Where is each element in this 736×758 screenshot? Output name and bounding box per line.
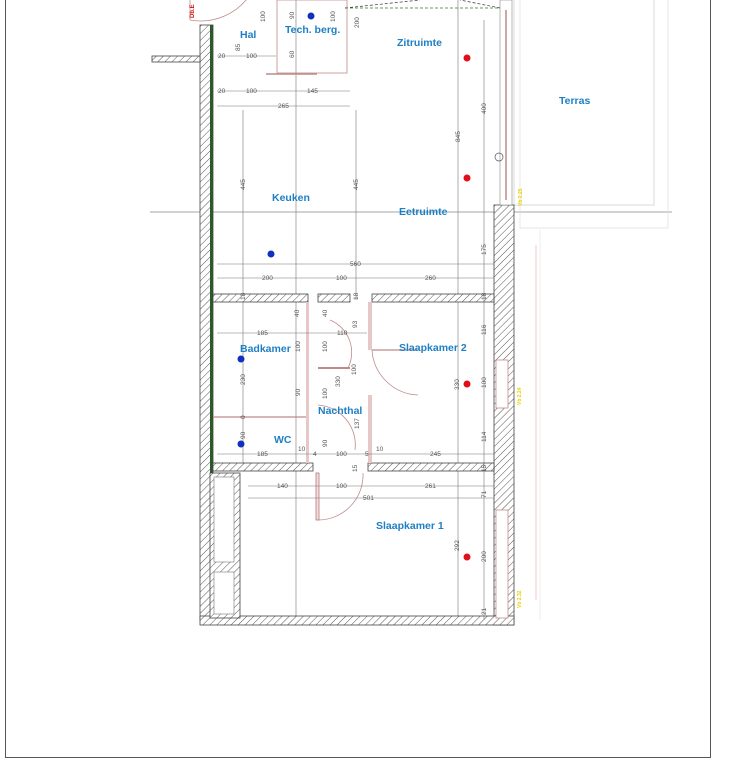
dim-label: 260 [425, 275, 436, 282]
dimension-labels: 100 90 100 85 60 20 100 20 100 145 265 2… [218, 11, 488, 615]
dim-label: 200 [354, 17, 361, 28]
red-outlet-marker [463, 54, 471, 62]
terrace-outline [150, 0, 672, 620]
blue-outlet-marker [237, 440, 245, 448]
dim-label: 60 [289, 50, 296, 58]
dim-label: 292 [454, 540, 461, 551]
dimension-lines [217, 20, 494, 620]
dim-label: 100 [481, 377, 488, 388]
red-outlet-marker [463, 553, 471, 561]
blue-outlet-marker [267, 250, 275, 258]
dim-label: 400 [481, 103, 488, 114]
dim-label: 230 [240, 374, 247, 385]
dim-label: 71 [481, 490, 488, 498]
dim-label: 90 [322, 439, 329, 447]
dim-label: 10 [298, 446, 306, 453]
dim-label: 110 [337, 330, 348, 337]
outlets [237, 12, 504, 561]
dim-label: 845 [455, 131, 462, 142]
dim-label: 0 [240, 415, 247, 419]
dim-label: 93 [352, 320, 359, 328]
dim-label: 175 [481, 244, 488, 255]
window-label: Vb 2.25 [518, 188, 524, 206]
dim-label: 100 [336, 275, 347, 282]
dim-label: 90 [295, 388, 302, 396]
dim-label: 445 [240, 179, 247, 190]
room-label-slaapkamer-2: Slaapkamer 2 [399, 342, 467, 354]
dim-label: 20 [218, 88, 226, 95]
red-outlet-marker [463, 380, 471, 388]
window-label: Vb 2.24 [517, 387, 523, 405]
dim-label: 261 [425, 483, 436, 490]
dim-label: 4 [313, 451, 317, 458]
room-label-hal: Hal [240, 29, 256, 41]
floor-plan: 100 90 100 85 60 20 100 20 100 145 265 2… [150, 0, 672, 626]
room-labels: Hal Tech. berg. Zitruimte Terras Keuken … [240, 24, 590, 532]
dim-label: 330 [454, 379, 461, 390]
fixture-circle [494, 152, 504, 162]
dim-label: 245 [430, 451, 441, 458]
room-label-tech-berg: Tech. berg. [285, 24, 340, 36]
room-label-terras: Terras [559, 95, 590, 107]
dim-label: 21 [481, 607, 488, 615]
dim-label: 15 [352, 464, 359, 472]
dim-label: 100 [295, 341, 302, 352]
dim-label: 18 [481, 292, 488, 300]
dim-label: 116 [481, 324, 488, 335]
dim-label: 185 [257, 451, 268, 458]
dim-label: 40 [294, 309, 301, 317]
dim-label: 330 [335, 376, 342, 387]
dim-label: 90 [289, 11, 296, 19]
walls [151, 0, 515, 626]
dim-label: 18 [240, 292, 247, 300]
window-label: Vb 2.32 [517, 590, 523, 608]
dim-label: 445 [353, 179, 360, 190]
dim-label: 90 [240, 431, 247, 439]
dim-label: 100 [260, 11, 267, 22]
dim-label: 18 [353, 292, 360, 300]
dim-label: 140 [277, 483, 288, 490]
dim-label: 15 [481, 464, 488, 472]
room-label-keuken: Keuken [272, 192, 310, 204]
dim-label: 265 [278, 103, 289, 110]
dim-label: 100 [330, 11, 337, 22]
dim-label: 5 [365, 451, 369, 458]
dim-label: 560 [350, 261, 361, 268]
dim-label: 200 [262, 275, 273, 282]
blue-outlet-marker [307, 12, 315, 20]
dim-label: 114 [481, 431, 488, 442]
dim-label: 200 [481, 551, 488, 562]
room-label-eetruimte: Eetruimte [399, 206, 448, 218]
room-label-zitruimte: Zitruimte [397, 37, 442, 49]
dim-label: 100 [246, 88, 257, 95]
dim-label: 40 [322, 309, 329, 317]
dim-label: 100 [351, 364, 358, 375]
red-outlet-marker [463, 174, 471, 182]
dim-label: 100 [322, 388, 329, 399]
dim-label: 137 [354, 418, 361, 429]
dim-label: 100 [246, 53, 257, 60]
dim-label: 145 [307, 88, 318, 95]
room-label-slaapkamer-1: Slaapkamer 1 [376, 520, 444, 532]
entrance-annotation: Db.E [190, 4, 196, 18]
dim-label: 10 [376, 446, 384, 453]
blue-outlet-marker [237, 355, 245, 363]
dim-label: 501 [363, 495, 374, 502]
dim-label: 20 [218, 53, 226, 60]
dim-label: 100 [336, 483, 347, 490]
dim-label: 185 [257, 330, 268, 337]
dim-label: 100 [336, 451, 347, 458]
grid-lines [242, 0, 459, 625]
room-label-badkamer: Badkamer [240, 343, 291, 355]
dim-label: 85 [235, 43, 242, 51]
dim-label: 100 [322, 341, 329, 352]
room-label-nachthal: Nachthal [318, 405, 362, 417]
room-label-wc: WC [274, 434, 292, 446]
doors [189, 0, 419, 521]
